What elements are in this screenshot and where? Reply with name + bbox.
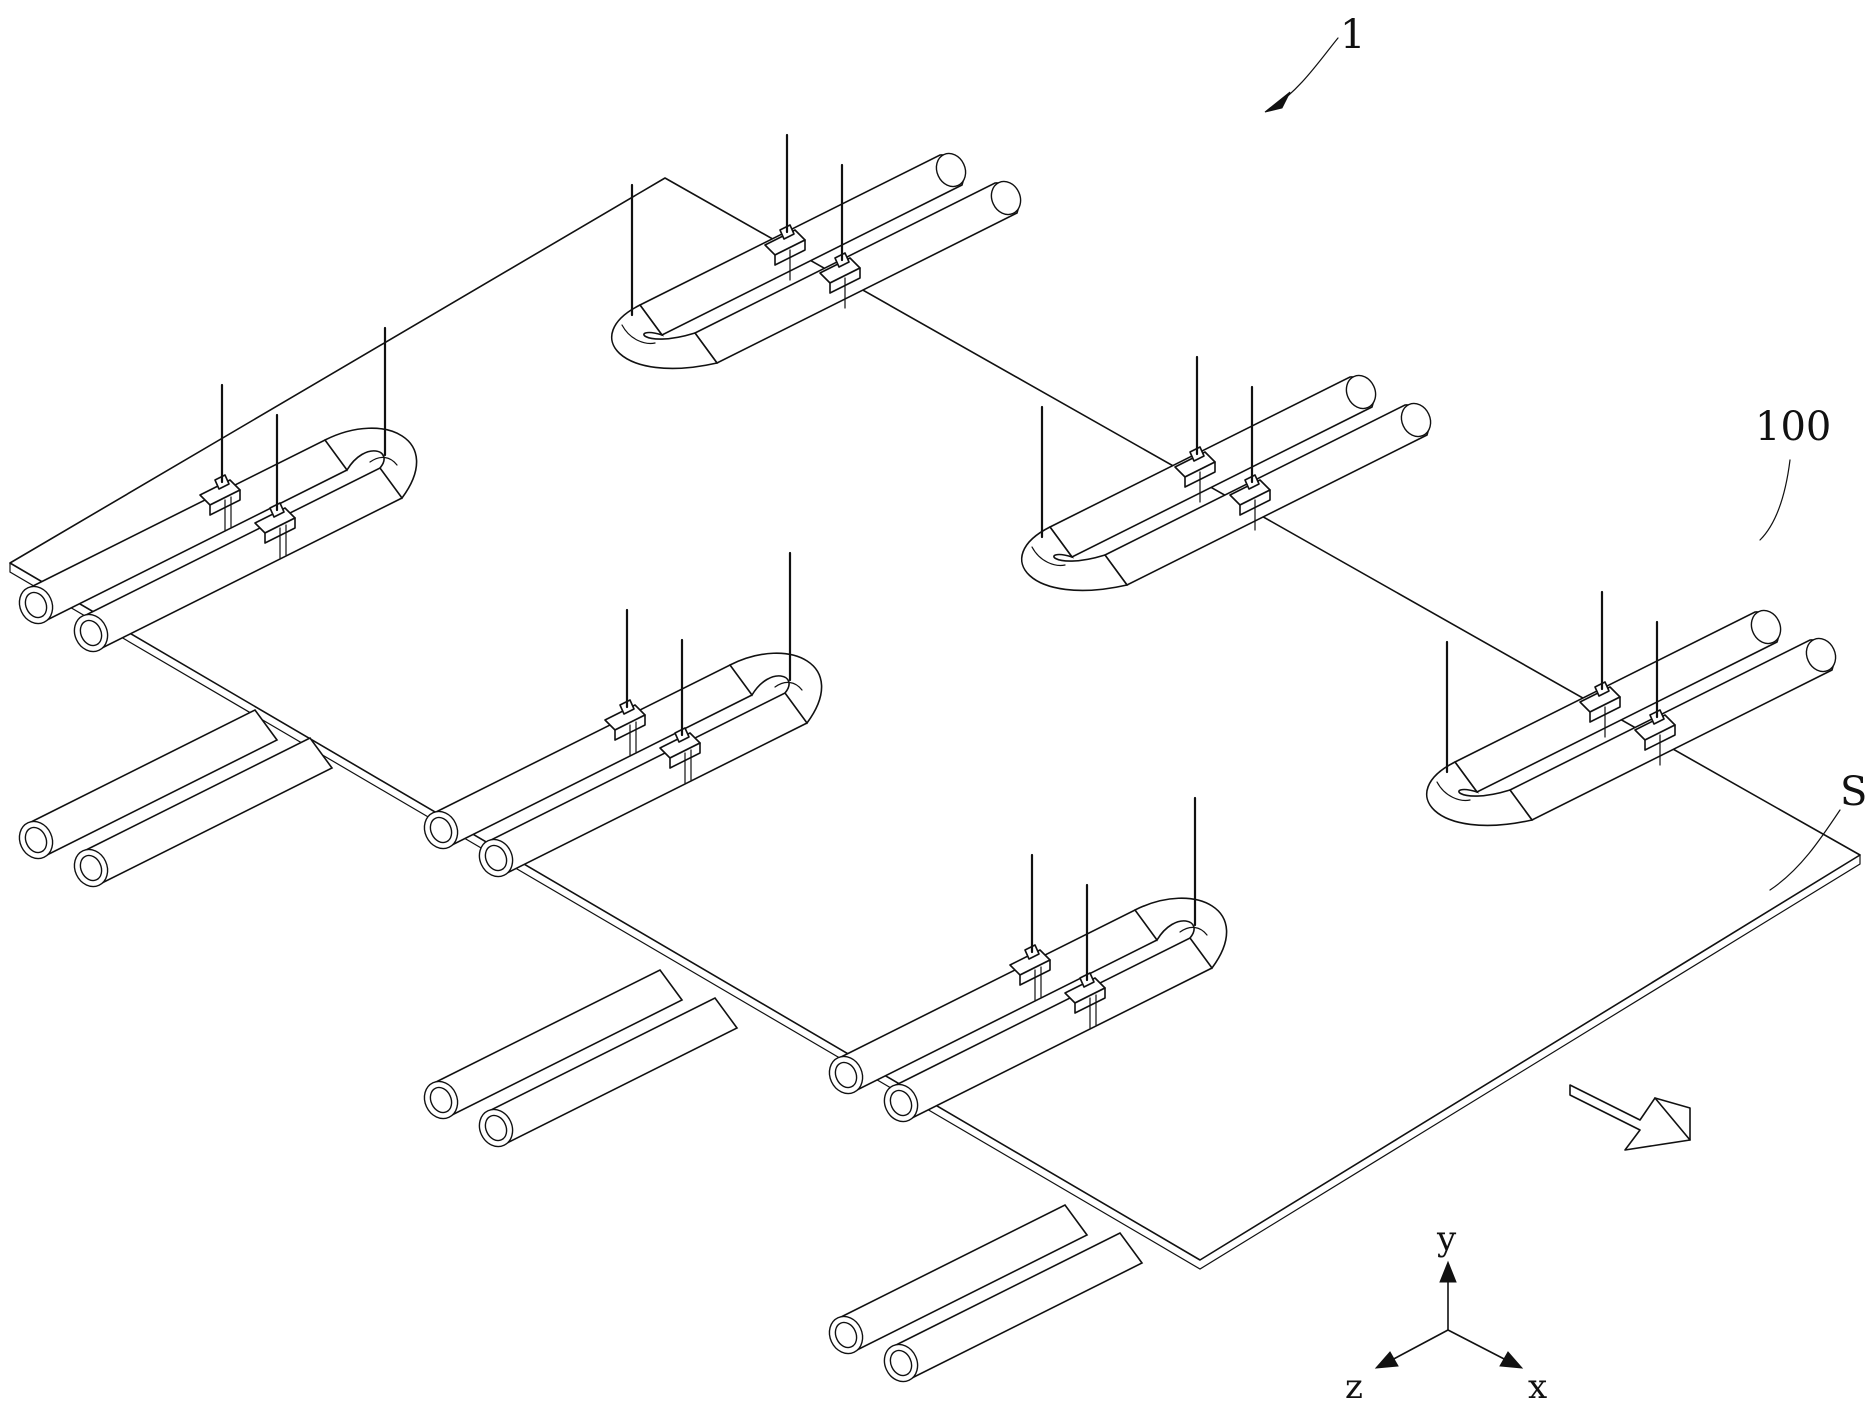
bare-pipes-row3 (823, 1205, 1142, 1387)
axis-x-label: x (1528, 1367, 1547, 1407)
assembly-ref-label: 1 (1340, 12, 1365, 58)
bare-pipes-row1 (13, 710, 332, 892)
axis-y-label: y (1436, 1219, 1457, 1259)
nozzle-ref-label: 100 (1755, 404, 1831, 450)
bare-pipes-row2 (418, 970, 737, 1152)
coordinate-axes: y x z (1345, 1219, 1547, 1407)
assembly-leader (1272, 38, 1338, 108)
nozzle-leader (1760, 460, 1790, 540)
axis-z-label: z (1345, 1367, 1363, 1407)
conveying-direction-arrow (1570, 1085, 1690, 1150)
sheet-ref-label: S (1840, 769, 1867, 815)
